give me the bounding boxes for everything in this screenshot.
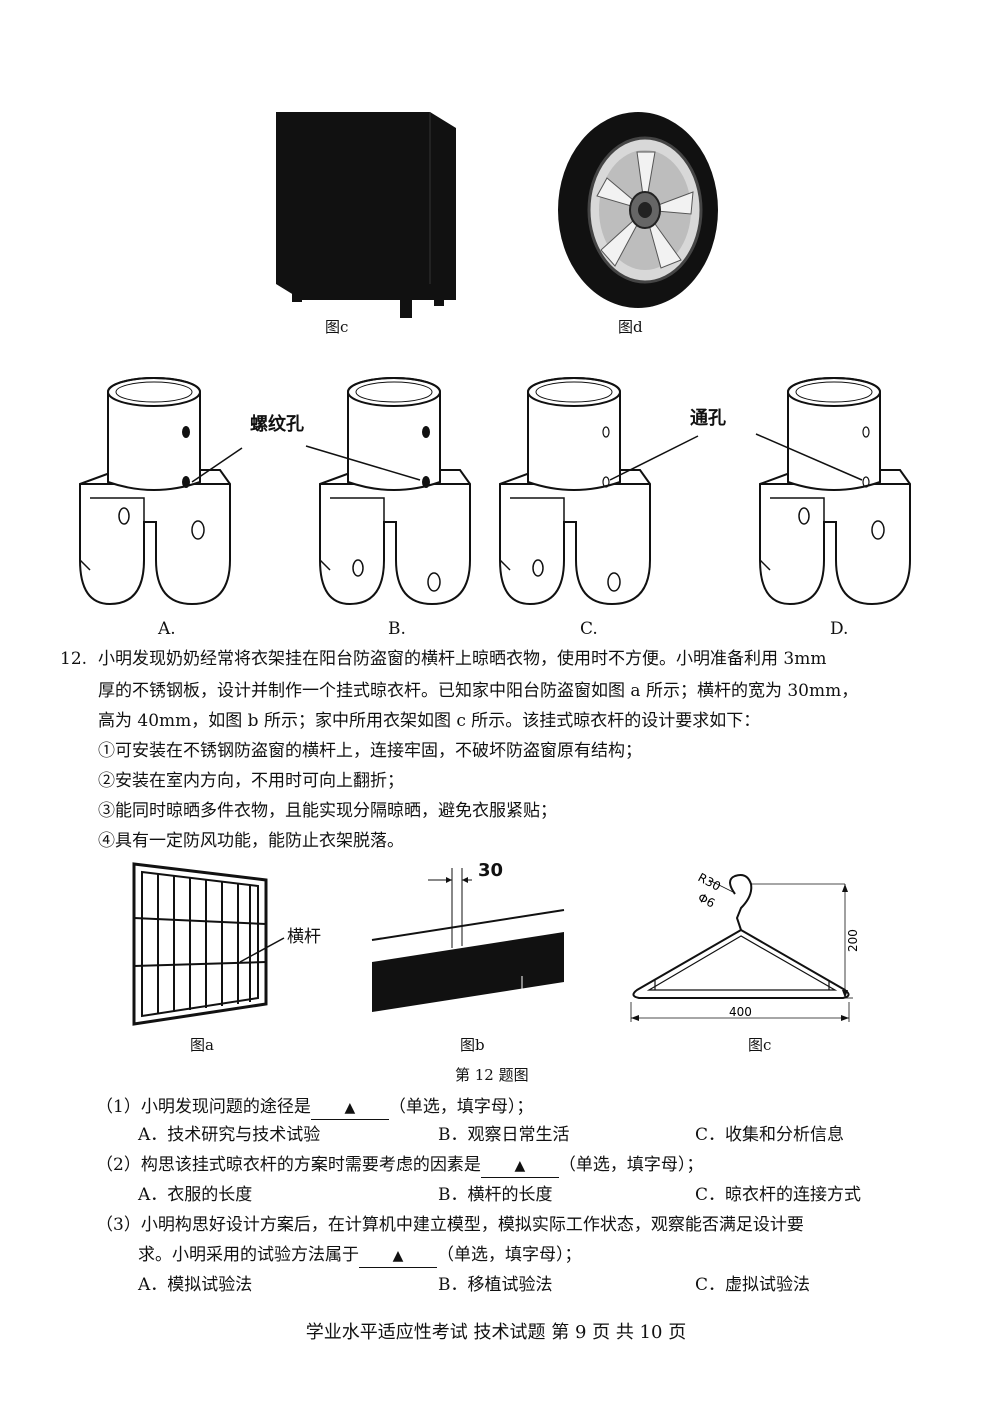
hanger-phi6-label: Φ6 bbox=[696, 890, 718, 910]
q12-stem-line-2: 厚的不锈钢板，设计并制作一个挂式晾衣杆。已知家中阳台防盗窗如图 a 所示；横杆的… bbox=[98, 681, 859, 701]
crossbar-section-image bbox=[371, 868, 565, 1012]
q12-requirement-2: ②安装在室内方向，不用时可向上翻折； bbox=[98, 771, 404, 791]
subquestion-3-option-b: B．移植试验法 bbox=[438, 1275, 553, 1295]
cabinet-image bbox=[276, 112, 456, 318]
subquestion-3-option-a: A．模拟试验法 bbox=[138, 1275, 253, 1295]
window-grille-image bbox=[132, 862, 285, 1026]
subquestion-2-option-b: B．横杆的长度 bbox=[438, 1185, 553, 1205]
subquestion-2: （2）构思该挂式晾衣杆的方案时需要考虑的因素是▲（单选，填字母）； bbox=[96, 1150, 703, 1180]
q12-requirement-1: ①可安装在不锈钢防盗窗的横杆上，连接牢固，不破坏防盗窗原有结构； bbox=[98, 741, 642, 761]
thread-hole-label: 螺纹孔 bbox=[250, 414, 304, 435]
hanger-200-label: 200 bbox=[846, 929, 860, 952]
connector-options-figure bbox=[79, 377, 911, 605]
fig-c-caption-top: 图c bbox=[325, 318, 349, 336]
q12-stem-line-1: 小明发现奶奶经常将衣架挂在阳台防盗窗的横杆上晾晒衣物，使用时不方便。小明准备利用… bbox=[98, 649, 827, 669]
answer-blank-3[interactable]: ▲ bbox=[359, 1245, 437, 1268]
subquestion-2-option-c: C．晾衣杆的连接方式 bbox=[695, 1185, 862, 1205]
page-footer: 学业水平适应性考试 技术试题 第 9 页 共 10 页 bbox=[305, 1322, 687, 1343]
subquestion-1-option-c: C．收集和分析信息 bbox=[695, 1125, 845, 1145]
fig-c-caption: 图c bbox=[748, 1036, 772, 1054]
subquestion-2-prefix: （2）构思该挂式晾衣杆的方案时需要考虑的因素是 bbox=[96, 1155, 481, 1175]
q12-figure-title: 第 12 题图 bbox=[455, 1066, 529, 1084]
subquestion-1-option-b: B．观察日常生活 bbox=[438, 1125, 570, 1145]
fig-d-caption: 图d bbox=[618, 318, 643, 336]
through-hole-label: 通孔 bbox=[690, 408, 726, 429]
hanger-r30-label: R30 bbox=[696, 870, 723, 893]
option-label-d: D. bbox=[830, 619, 849, 639]
option-label-a: A. bbox=[158, 619, 176, 639]
subquestion-2-suffix: （单选，填字母）； bbox=[558, 1155, 704, 1175]
subquestion-1: （1）小明发现问题的途径是▲（单选，填字母）； bbox=[96, 1092, 533, 1122]
subquestion-1-prefix: （1）小明发现问题的途径是 bbox=[96, 1097, 311, 1117]
q12-requirement-3: ③能同时晾晒多件衣物，且能实现分隔晾晒，避免衣服紧贴； bbox=[98, 801, 557, 821]
option-label-b: B. bbox=[388, 619, 406, 639]
hanger-drawing: R30 Φ6 200 400 bbox=[630, 870, 860, 1022]
q12-stem-line-3: 高为 40mm，如图 b 所示；家中所用衣架如图 c 所示。该挂式晾衣杆的设计要… bbox=[98, 711, 761, 731]
fig-a-caption: 图a bbox=[190, 1036, 214, 1054]
fig-b-dim-30: 30 bbox=[478, 860, 504, 881]
q12-number: 12. bbox=[60, 649, 88, 669]
subquestion-3-suffix: （单选，填字母）； bbox=[437, 1245, 582, 1265]
fig-b-caption: 图b bbox=[460, 1036, 485, 1054]
subquestion-3-prefix: 求。小明采用的试验方法属于 bbox=[138, 1245, 359, 1265]
option-label-c: C. bbox=[580, 619, 598, 639]
subquestion-1-option-a: A．技术研究与技术试验 bbox=[138, 1125, 321, 1145]
subquestion-1-suffix: （单选，填字母）； bbox=[388, 1097, 534, 1117]
subquestion-2-option-a: A．衣服的长度 bbox=[138, 1185, 253, 1205]
hanger-400-label: 400 bbox=[729, 1005, 752, 1019]
subquestion-3: 求。小明采用的试验方法属于▲（单选，填字母）； bbox=[138, 1240, 582, 1270]
subquestion-3-option-c: C．虚拟试验法 bbox=[695, 1275, 811, 1295]
answer-blank-2[interactable]: ▲ bbox=[480, 1155, 559, 1178]
q12-requirement-4: ④具有一定防风功能，能防止衣架脱落。 bbox=[98, 831, 404, 851]
crossbar-label: 横杆 bbox=[287, 927, 321, 947]
subquestion-3-line-1: （3）小明构思好设计方案后，在计算机中建立模型，模拟实际工作状态，观察能否满足设… bbox=[96, 1215, 804, 1235]
answer-blank-1[interactable]: ▲ bbox=[310, 1097, 389, 1120]
wheel-image bbox=[558, 112, 718, 308]
